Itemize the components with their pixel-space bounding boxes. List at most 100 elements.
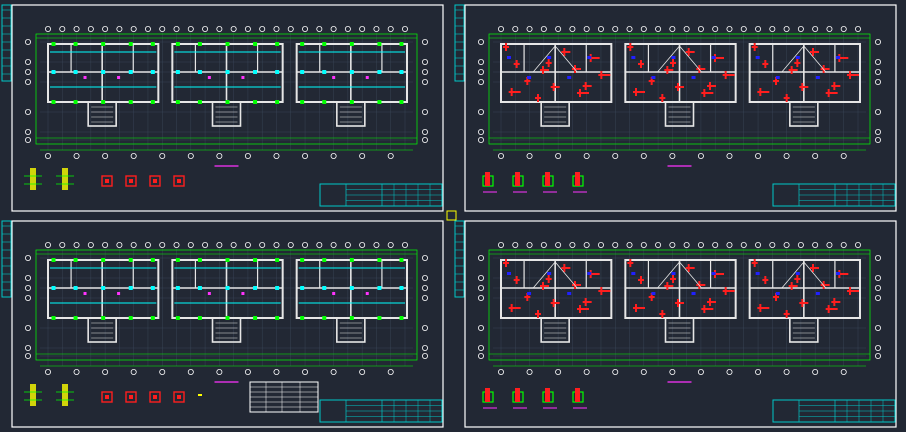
- axis-bubble-icon: [874, 275, 881, 282]
- axis-bubble-icon: [273, 152, 280, 159]
- rebar-mark: [847, 290, 859, 292]
- column-marker: [275, 258, 280, 262]
- column-marker: [253, 316, 258, 320]
- column-marker: [175, 316, 180, 320]
- axis-bubble-icon: [597, 241, 604, 248]
- axis-bubble-icon: [512, 25, 519, 32]
- axis-bubble-icon: [45, 152, 52, 159]
- rebar-mark-blue: [527, 76, 532, 79]
- axis-bubble-icon: [316, 241, 323, 248]
- stair-well: [336, 101, 366, 127]
- floor-plan: [24, 25, 428, 159]
- column-marker: [253, 258, 258, 262]
- rebar-mark: [540, 69, 549, 71]
- rebar-mark: [788, 285, 798, 287]
- axis-bubble-icon: [330, 368, 337, 375]
- sheet-side-strip: [1, 220, 12, 298]
- dimension-frame: [488, 33, 871, 145]
- axis-bubble-icon: [812, 152, 819, 159]
- column-marker: [275, 100, 280, 104]
- rebar-mark: [664, 69, 674, 71]
- rebar-mark: [799, 86, 809, 88]
- axis-bubble-icon: [669, 241, 676, 248]
- rebar-mark: [825, 92, 838, 94]
- axis-bubble-icon: [640, 152, 647, 159]
- column-marker: [300, 70, 305, 74]
- axis-bubble-icon: [24, 295, 31, 302]
- sheet-bottom-right: [454, 220, 897, 428]
- axis-bubble-icon: [526, 368, 533, 375]
- sheet-side-strip: [454, 220, 465, 298]
- column-marker: [322, 258, 327, 262]
- axis-bubble-icon: [726, 241, 733, 248]
- building-unit: [500, 259, 613, 343]
- axis-bubble-icon: [116, 25, 123, 32]
- axis-bubble-icon: [344, 241, 351, 248]
- rebar-mark: [825, 308, 838, 310]
- unit-outline: [748, 259, 861, 319]
- axis-bubble-icon: [498, 152, 505, 159]
- axis-bubble-icon: [373, 241, 380, 248]
- unit-outline: [624, 43, 737, 103]
- axis-bubble-icon: [73, 368, 80, 375]
- axis-bubble-icon: [401, 25, 408, 32]
- axis-bubble-icon: [216, 25, 223, 32]
- column-marker: [300, 286, 305, 290]
- axis-bubble-icon: [498, 25, 505, 32]
- stair-well: [664, 317, 695, 343]
- rebar-mark: [598, 290, 611, 292]
- rebar-mark: [685, 267, 695, 269]
- column-marker: [197, 42, 202, 46]
- axis-bubble-icon: [712, 25, 719, 32]
- column-marker: [175, 42, 180, 46]
- sheet-border: [464, 220, 897, 428]
- column-marker: [225, 70, 230, 74]
- column-marker: [300, 100, 305, 104]
- axis-bubble-icon: [302, 25, 309, 32]
- axis-bubble-icon: [159, 25, 166, 32]
- dimension-frame: [35, 33, 418, 145]
- axis-bubble-icon: [102, 368, 109, 375]
- rebar-mark: [577, 92, 589, 94]
- column-marker: [128, 42, 133, 46]
- axis-bubble-icon: [683, 241, 690, 248]
- column-marker: [73, 286, 78, 290]
- rebar-mark: [831, 301, 841, 303]
- column-marker: [73, 42, 78, 46]
- axis-bubble-icon: [874, 69, 881, 76]
- axis-bubble-icon: [102, 241, 109, 248]
- axis-bubble-icon: [583, 368, 590, 375]
- axis-bubble-icon: [330, 152, 337, 159]
- axis-bubble-icon: [683, 25, 690, 32]
- building-unit: [47, 258, 160, 343]
- rebar-mark-blue: [631, 56, 636, 59]
- axis-bubble-icon: [840, 241, 847, 248]
- axis-bubble-icon: [797, 241, 804, 248]
- axis-bubble-icon: [477, 295, 484, 302]
- axis-bubble-icon: [330, 25, 337, 32]
- rebar-mark-blue: [567, 76, 572, 79]
- axis-bubble-icon: [373, 25, 380, 32]
- column-marker: [399, 316, 404, 320]
- rebar-mark: [707, 301, 716, 303]
- axis-bubble-icon: [874, 325, 881, 332]
- axis-bubble-icon: [144, 25, 151, 32]
- axis-bubble-icon: [874, 285, 881, 292]
- column-marker: [197, 70, 202, 74]
- rebar-mark: [707, 85, 716, 87]
- rebar-mark: [831, 85, 841, 87]
- title-block-icon: [772, 399, 896, 423]
- column-marker: [399, 70, 404, 74]
- axis-bubble-icon: [612, 368, 619, 375]
- axis-bubble-icon: [712, 241, 719, 248]
- rebar-mark-blue: [815, 292, 820, 295]
- axis-bubble-icon: [244, 368, 251, 375]
- stair-well: [336, 317, 366, 343]
- axis-bubble-icon: [45, 241, 52, 248]
- column-marker: [275, 42, 280, 46]
- axis-bubble-icon: [24, 69, 31, 76]
- axis-bubble-icon: [874, 79, 881, 86]
- axis-bubble-icon: [655, 241, 662, 248]
- dimension-frame: [488, 249, 871, 361]
